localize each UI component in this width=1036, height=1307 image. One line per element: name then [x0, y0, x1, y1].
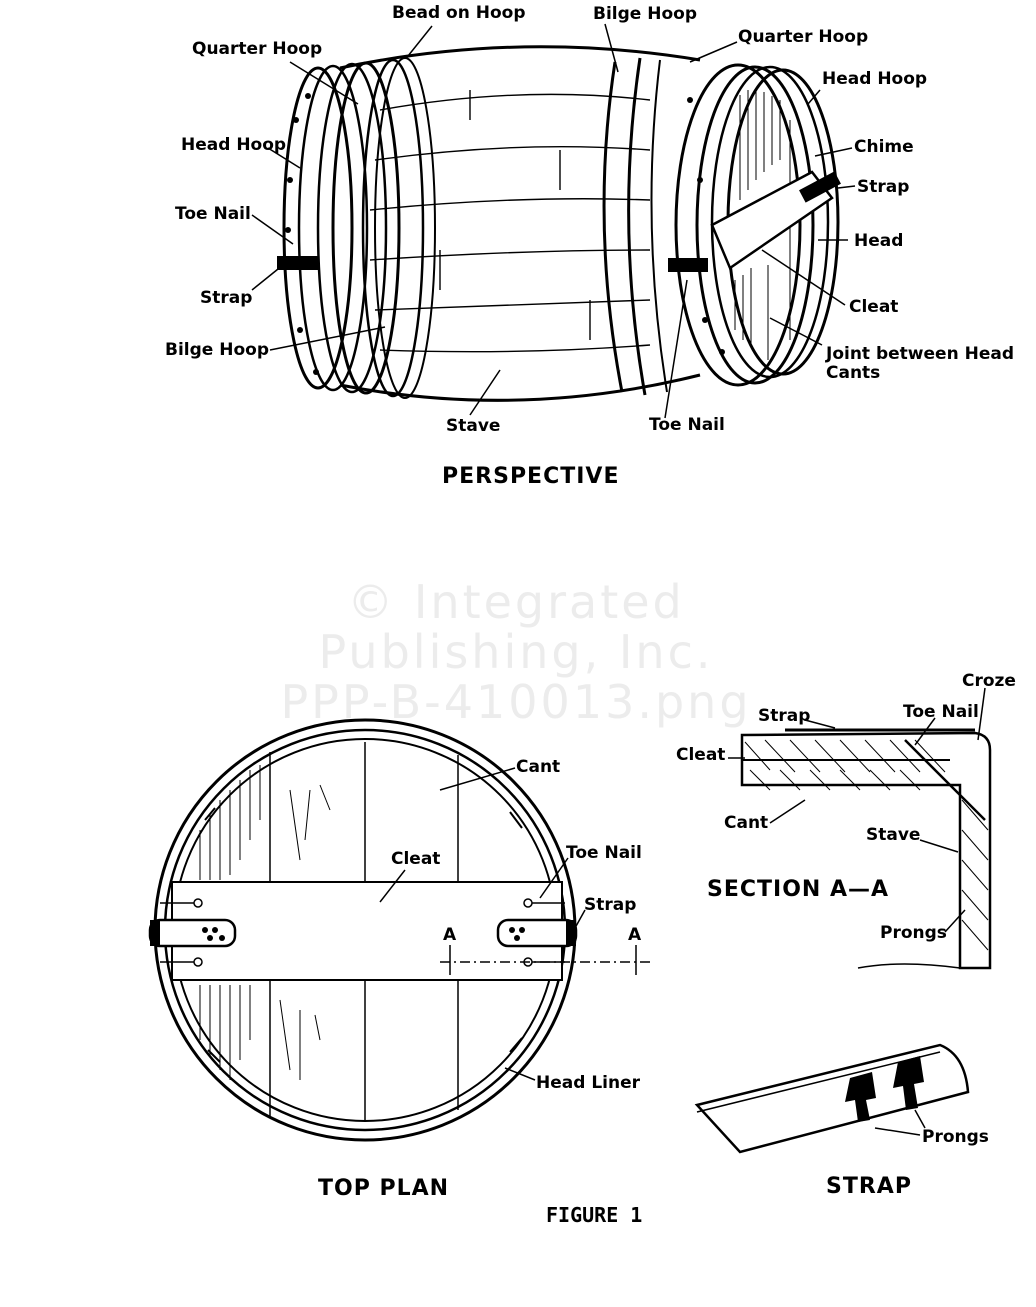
plan-strap-right: [496, 918, 578, 948]
strap-leaders: [874, 1109, 926, 1136]
watermark-line-1: © Integrated: [347, 575, 685, 629]
label-section-toe-nail: Toe Nail: [903, 702, 979, 722]
label-cant: Cant: [516, 757, 560, 777]
hoop-rivets-left: [285, 93, 319, 375]
figure-caption: FIGURE 1: [546, 1203, 642, 1227]
section-drawing: [728, 687, 992, 970]
strap-drawing: [694, 1043, 970, 1154]
section-stave: [740, 731, 992, 970]
strap-right-shape: [799, 171, 841, 203]
label-strap-right: Strap: [857, 177, 909, 197]
label-head-hoop-left: Head Hoop: [181, 135, 286, 155]
label-plan-toe-nail: Toe Nail: [566, 843, 642, 863]
label-plan-strap: Strap: [584, 895, 636, 915]
strap-front-shape: [668, 258, 708, 272]
top-plan-drawing: [148, 718, 650, 1142]
label-bilge-hoop-top: Bilge Hoop: [593, 4, 697, 24]
label-head-hoop-right: Head Hoop: [822, 69, 927, 89]
label-chime: Chime: [854, 137, 914, 157]
perspective-leaders: [251, 23, 856, 419]
label-joint-line-1: Joint between Head: [825, 344, 1014, 364]
label-section-prongs: Prongs: [880, 923, 947, 943]
label-section-a-left: A: [443, 925, 457, 945]
label-section-a-right: A: [628, 925, 642, 945]
watermark-line-2: Publishing, Inc.: [319, 625, 714, 679]
label-joint-line-2: Cants: [826, 363, 880, 383]
head-cleat-shape: [710, 170, 834, 270]
label-section-strap: Strap: [758, 706, 810, 726]
label-bead-on-hoop: Bead on Hoop: [392, 3, 526, 23]
caption-top-plan: TOP PLAN: [318, 1176, 449, 1201]
label-head: Head: [854, 231, 903, 251]
plan-shading: [199, 765, 331, 1080]
label-section-stave: Stave: [866, 825, 920, 845]
label-strap-prongs: Prongs: [922, 1127, 989, 1147]
plan-strap-prongs: [150, 920, 576, 946]
label-stave: Stave: [446, 416, 500, 436]
head-shading: [734, 88, 791, 360]
hoop-rivets-right: [687, 97, 725, 355]
strap-prongs-shapes: [845, 1056, 924, 1122]
section-toe-nail: [904, 739, 986, 821]
plan-strap-left: [148, 918, 237, 948]
strap-labels: Prongs STRAP: [826, 1127, 989, 1199]
plan-head-liners: [204, 807, 523, 1063]
section-ground: [857, 963, 961, 969]
label-plan-cleat: Cleat: [391, 849, 440, 869]
label-toe-nail-bottom: Toe Nail: [649, 415, 725, 435]
strap-left-shape: [277, 256, 319, 270]
staves: [369, 90, 651, 353]
caption-section: SECTION A—A: [707, 877, 889, 902]
section-leaders: [728, 687, 986, 933]
plan-cant-lines: [269, 742, 459, 1120]
label-toe-nail-left: Toe Nail: [175, 204, 251, 224]
label-croze: Croze: [962, 671, 1016, 691]
perspective-labels: Bead on Hoop Bilge Hoop Quarter Hoop Qua…: [165, 3, 1014, 489]
label-section-cleat: Cleat: [676, 745, 725, 765]
label-section-cant: Cant: [724, 813, 768, 833]
label-head-liner: Head Liner: [536, 1073, 641, 1093]
plan-leaders: [379, 767, 586, 1081]
top-plan-labels: Cant Cleat Toe Nail Strap A A Head Liner…: [318, 757, 642, 1201]
label-cleat: Cleat: [849, 297, 898, 317]
label-quarter-hoop-left: Quarter Hoop: [192, 39, 322, 59]
label-strap-left: Strap: [200, 288, 252, 308]
watermark: © Integrated Publishing, Inc. PPP-B-4100…: [280, 575, 748, 729]
caption-strap: STRAP: [826, 1174, 912, 1199]
label-quarter-hoop-right: Quarter Hoop: [738, 27, 868, 47]
section-hatching: [744, 739, 989, 951]
section-labels: Croze Strap Toe Nail Cleat Cant Stave SE…: [676, 671, 1016, 943]
caption-perspective: PERSPECTIVE: [442, 464, 619, 489]
perspective-drawing: [251, 23, 856, 419]
label-bilge-hoop-left: Bilge Hoop: [165, 340, 269, 360]
